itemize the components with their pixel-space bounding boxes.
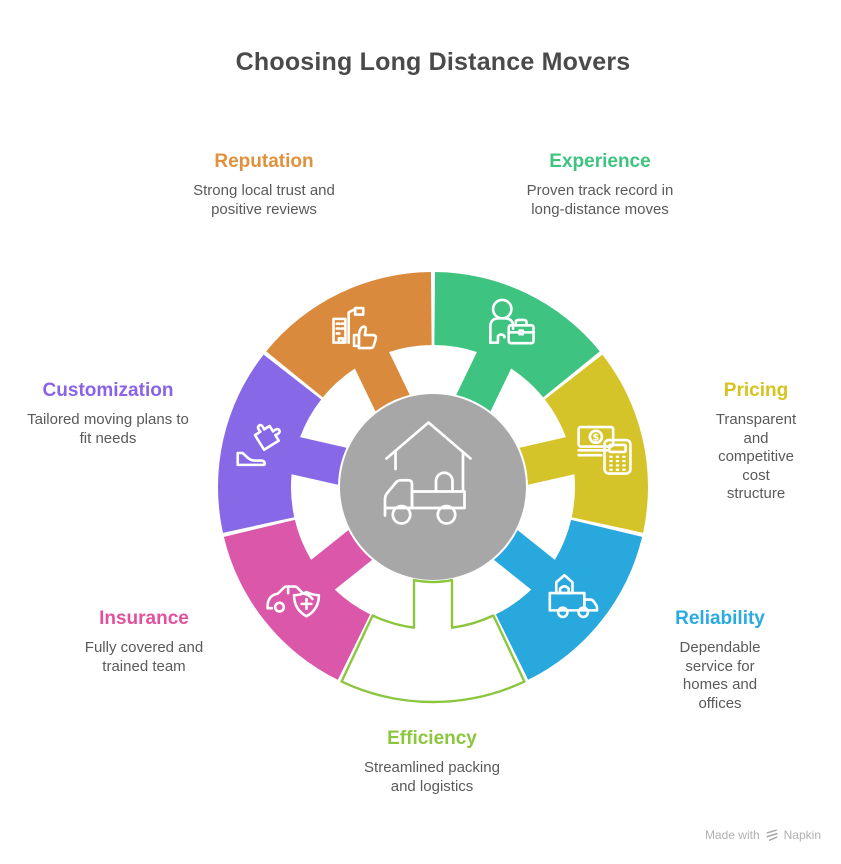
segment-description: Dependable service for homes and offices xyxy=(679,639,761,712)
segment-customization xyxy=(217,354,347,533)
segment-pricing xyxy=(519,354,649,533)
puzzle-hand-icon xyxy=(236,423,281,467)
page-title: Choosing Long Distance Movers xyxy=(235,48,631,76)
svg-text:$: $ xyxy=(592,432,599,443)
money-calculator-icon: $ xyxy=(577,425,632,475)
moving-truck-house-icon xyxy=(383,421,472,525)
segment-title: Reputation xyxy=(214,151,314,172)
segment-title: Customization xyxy=(42,380,174,401)
car-shield-icon xyxy=(266,585,321,618)
segment-insurance xyxy=(223,519,373,680)
segment-title: Experience xyxy=(549,151,651,172)
truck-house-icon xyxy=(548,573,599,619)
segment-description: Strong local trust and positive reviews xyxy=(193,182,335,218)
label-reliability: Reliability Dependable service for homes… xyxy=(660,607,781,713)
label-insurance: Insurance Fully covered and trained team xyxy=(85,607,203,676)
segment-description: Streamlined packing and logistics xyxy=(364,759,500,795)
label-experience: Experience Proven track record in long-d… xyxy=(527,150,674,219)
person-briefcase-icon xyxy=(489,298,535,345)
segment-description: Transparent and competitive cost structu… xyxy=(715,411,797,502)
label-reputation: Reputation Strong local trust and positi… xyxy=(193,150,335,219)
segment-title: Reliability xyxy=(675,608,765,629)
center-circle xyxy=(340,394,526,580)
watermark-prefix: Made with xyxy=(704,828,760,842)
segment-title: Efficiency xyxy=(387,728,477,749)
segment-description: Proven track record in long-distance mov… xyxy=(526,182,674,218)
segment-experience xyxy=(434,272,600,412)
segment-reliability xyxy=(493,519,643,680)
label-pricing: Pricing Transparent and competitive cost… xyxy=(714,379,799,504)
label-efficiency: Efficiency Streamlined packing and logis… xyxy=(364,727,500,796)
segment-description: Tailored moving plans to fit needs xyxy=(27,411,189,447)
segment-title: Pricing xyxy=(723,380,789,401)
segment-efficiency xyxy=(340,578,526,704)
segment-title: Insurance xyxy=(99,608,189,629)
label-customization: Customization Tailored moving plans to f… xyxy=(27,379,189,448)
watermark-brand: Napkin xyxy=(783,828,821,842)
segment-description: Fully covered and trained team xyxy=(84,639,204,675)
napkin-logo-icon xyxy=(766,829,778,841)
watermark: Made with Napkin xyxy=(705,828,821,842)
building-thumbsup-icon xyxy=(332,306,378,350)
